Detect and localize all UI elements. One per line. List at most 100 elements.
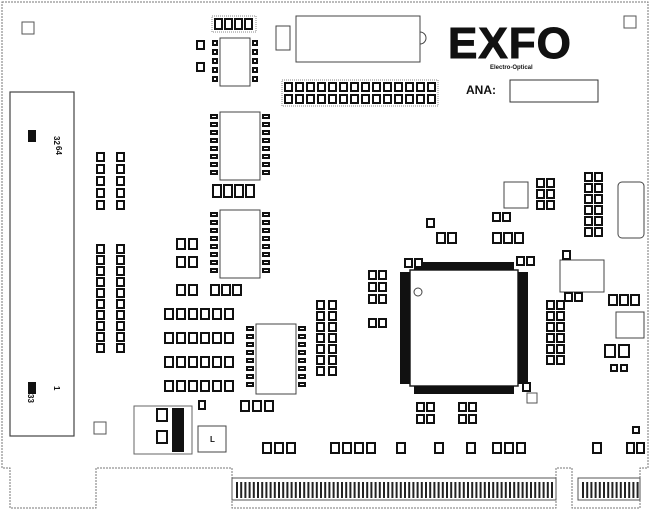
gold-finger	[521, 482, 524, 498]
smd-pad	[546, 344, 555, 354]
smd-pad	[164, 332, 174, 344]
smd-pad	[383, 94, 392, 104]
smd-pad	[210, 244, 218, 249]
smd-pad	[328, 311, 337, 321]
smd-pad	[378, 318, 387, 328]
smd-pad	[298, 382, 306, 387]
smd-pad	[298, 326, 306, 331]
smd-pad	[316, 311, 325, 321]
smd-pad	[516, 256, 525, 266]
smd-pad	[427, 82, 436, 92]
smd-pad	[188, 256, 198, 268]
smd-pad	[298, 366, 306, 371]
mounting-square-bottom-left	[93, 421, 107, 435]
smd-pad	[416, 402, 425, 412]
smd-pad	[212, 76, 218, 82]
smd-pad	[317, 94, 326, 104]
smd-pad	[536, 178, 545, 188]
smd-pad	[286, 442, 296, 454]
gold-finger	[586, 482, 589, 498]
smd-pad	[306, 82, 315, 92]
gold-finger	[433, 482, 436, 498]
gold-finger	[362, 482, 364, 498]
gold-finger	[265, 482, 268, 498]
smd-pad	[328, 355, 337, 365]
gold-finger-lines	[236, 482, 639, 498]
gold-finger	[320, 482, 322, 498]
smd-pad	[556, 344, 565, 354]
smd-pad	[212, 58, 218, 64]
smd-pad	[210, 268, 218, 273]
regulator-chip	[559, 259, 605, 293]
smd-pad	[298, 342, 306, 347]
smd-pad	[116, 244, 125, 254]
smd-pad	[116, 310, 125, 320]
smd-pad	[466, 442, 476, 454]
smd-pad	[200, 332, 210, 344]
smd-pad	[116, 164, 125, 174]
gold-finger	[315, 482, 318, 498]
smd-pad	[492, 442, 502, 454]
smd-pad	[212, 49, 218, 55]
gold-finger	[546, 482, 549, 498]
smd-pad	[342, 442, 352, 454]
smd-pad	[458, 402, 467, 412]
smd-pad	[564, 292, 573, 302]
smd-pad	[361, 94, 370, 104]
gold-finger	[420, 482, 423, 498]
smd-pad	[492, 232, 502, 244]
eprom-socket	[275, 15, 427, 63]
smd-pad	[96, 244, 105, 254]
ana-label: ANA:	[466, 83, 496, 97]
soic-chip-2	[219, 209, 261, 279]
smd-pad	[298, 374, 306, 379]
smd-pad	[328, 82, 337, 92]
smd-pad	[212, 308, 222, 320]
gold-finger	[336, 482, 339, 498]
smd-pad	[526, 256, 535, 266]
smd-pad	[562, 250, 571, 260]
smd-pad	[504, 442, 514, 454]
smd-pad	[405, 94, 414, 104]
smd-pad	[232, 284, 242, 296]
ana-label-box	[509, 79, 599, 103]
smd-pad	[210, 236, 218, 241]
soic-chip-1	[219, 111, 261, 181]
smd-pad	[284, 82, 293, 92]
smd-pad	[96, 200, 105, 210]
smd-pad	[234, 184, 244, 198]
smd-pad	[210, 170, 218, 175]
gold-finger	[594, 482, 597, 498]
smd-pad	[116, 343, 125, 353]
smd-pad	[584, 194, 593, 204]
smd-pad	[416, 414, 425, 424]
smd-pad	[96, 152, 105, 162]
smd-pad	[96, 288, 105, 298]
gold-fingers-main	[231, 477, 557, 501]
smd-pad	[188, 284, 198, 296]
gold-finger	[341, 482, 343, 498]
component-groups	[96, 18, 645, 454]
smd-pad	[536, 200, 545, 210]
smd-pad	[246, 342, 254, 347]
smd-pad	[176, 380, 186, 392]
smd-pad	[252, 67, 258, 73]
gold-finger	[349, 482, 352, 498]
connector-mark-33: 33	[26, 394, 35, 403]
smd-pad	[368, 282, 377, 292]
smd-pad	[378, 282, 387, 292]
gold-finger	[517, 482, 520, 498]
gold-finger	[636, 482, 639, 498]
smd-pad	[262, 138, 270, 143]
smd-pad	[626, 442, 635, 454]
gold-finger	[615, 482, 618, 498]
smd-pad	[378, 294, 387, 304]
smd-pad	[96, 310, 105, 320]
smd-pad	[176, 308, 186, 320]
smd-pad	[316, 344, 325, 354]
smd-pad	[96, 176, 105, 186]
smd-pad	[210, 154, 218, 159]
small-ic-right	[615, 311, 645, 339]
smd-pad	[458, 414, 467, 424]
